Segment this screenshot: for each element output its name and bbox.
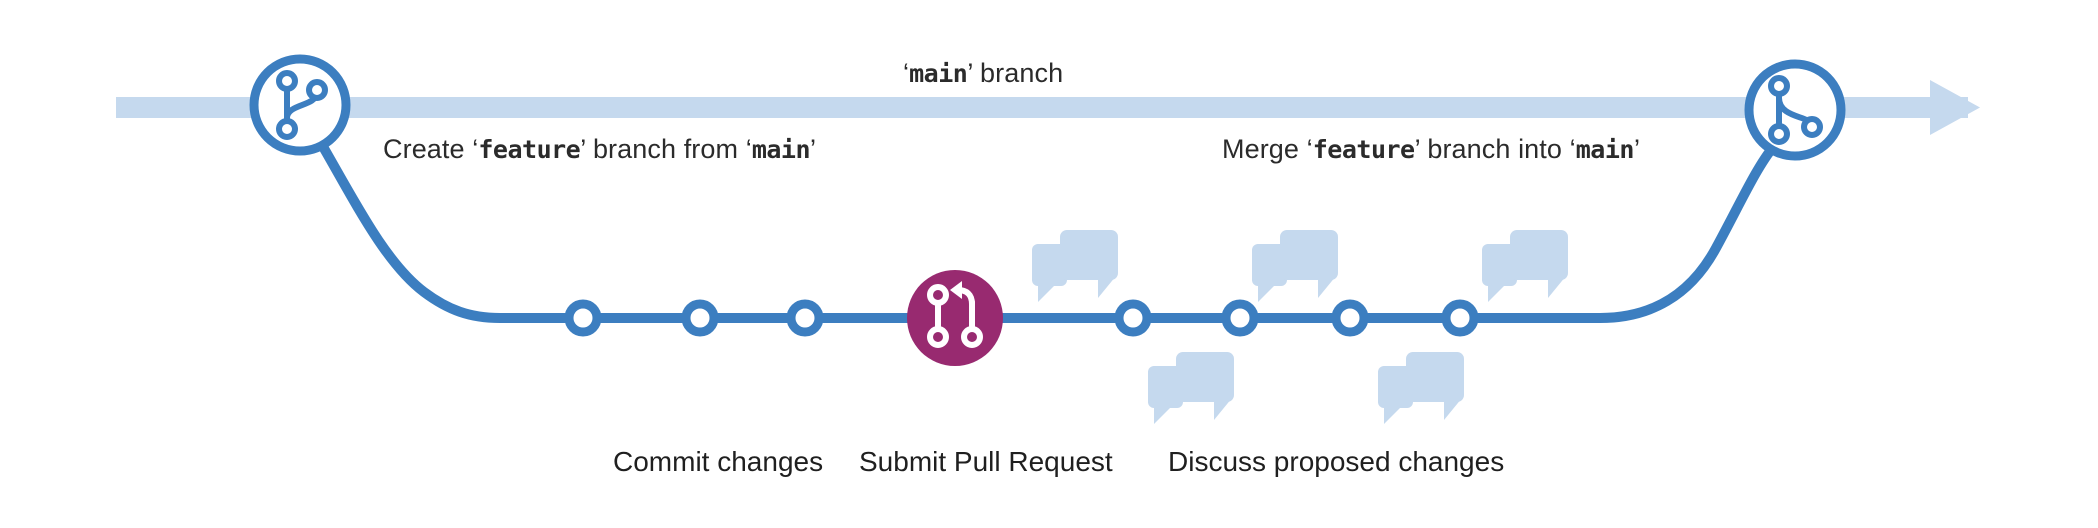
commit-node[interactable]	[681, 299, 719, 337]
branch-name-feature: feature	[1312, 135, 1415, 164]
quote-close-2: ’	[810, 134, 817, 164]
branch-point-node[interactable]	[249, 54, 351, 156]
branch-name-main: main	[1575, 135, 1635, 164]
commit-node[interactable]	[1221, 299, 1259, 337]
comment-bubble	[1252, 230, 1338, 302]
quote-close: ’	[1414, 134, 1420, 164]
quote-open-2: ‘	[1569, 134, 1576, 164]
quote-open: ‘	[472, 134, 479, 164]
branch-into-words: branch into	[1427, 134, 1563, 164]
git-pull-request-icon	[927, 281, 983, 348]
quote-open: ‘	[903, 58, 910, 88]
pull-request-node[interactable]	[907, 270, 1003, 366]
caption-discuss-proposed-changes: Discuss proposed changes	[1168, 446, 1505, 477]
commit-nodes-before-pr	[564, 299, 824, 337]
comment-bubble	[1378, 352, 1464, 424]
comment-bubble-group-below	[1148, 352, 1464, 424]
branch-name-main: main	[751, 135, 811, 164]
commit-node[interactable]	[786, 299, 824, 337]
main-branch-bar	[116, 80, 1980, 135]
merge-point-node[interactable]	[1744, 59, 1846, 161]
commit-node[interactable]	[564, 299, 602, 337]
create-branch-label: Create ‘feature’ branch from ‘main’	[383, 134, 816, 165]
merge-word: Merge	[1222, 134, 1300, 164]
comment-bubble	[1032, 230, 1118, 302]
commit-node[interactable]	[1441, 299, 1479, 337]
branch-name-feature: feature	[478, 135, 581, 164]
main-branch-label: ‘main’ branch	[903, 58, 1063, 89]
git-branch-icon	[276, 70, 328, 140]
feature-branch-path	[313, 133, 1779, 323]
caption-submit-pull-request: Submit Pull Request	[859, 446, 1113, 477]
commit-node[interactable]	[1114, 299, 1152, 337]
commit-node[interactable]	[1331, 299, 1369, 337]
git-merge-icon	[1768, 75, 1823, 145]
caption-commit-changes: Commit changes	[613, 446, 824, 477]
quote-open: ‘	[1306, 134, 1313, 164]
branch-name-main: main	[909, 59, 968, 88]
quote-open-2: ‘	[745, 134, 752, 164]
merge-branch-label: Merge ‘feature’ branch into ‘main’	[1222, 134, 1640, 165]
comment-bubble	[1148, 352, 1234, 424]
comment-bubble	[1482, 230, 1568, 302]
create-word: Create	[383, 134, 465, 164]
quote-close: ’	[580, 134, 586, 164]
main-branch-arrowhead	[1930, 80, 1980, 135]
branch-from-words: branch from	[592, 134, 739, 164]
commit-nodes-after-pr	[1114, 299, 1479, 337]
quote-close: ’	[967, 58, 973, 88]
quote-close-2: ’	[1633, 134, 1641, 164]
branch-word: branch	[980, 58, 1064, 88]
comment-bubble-group-above	[1032, 230, 1568, 302]
